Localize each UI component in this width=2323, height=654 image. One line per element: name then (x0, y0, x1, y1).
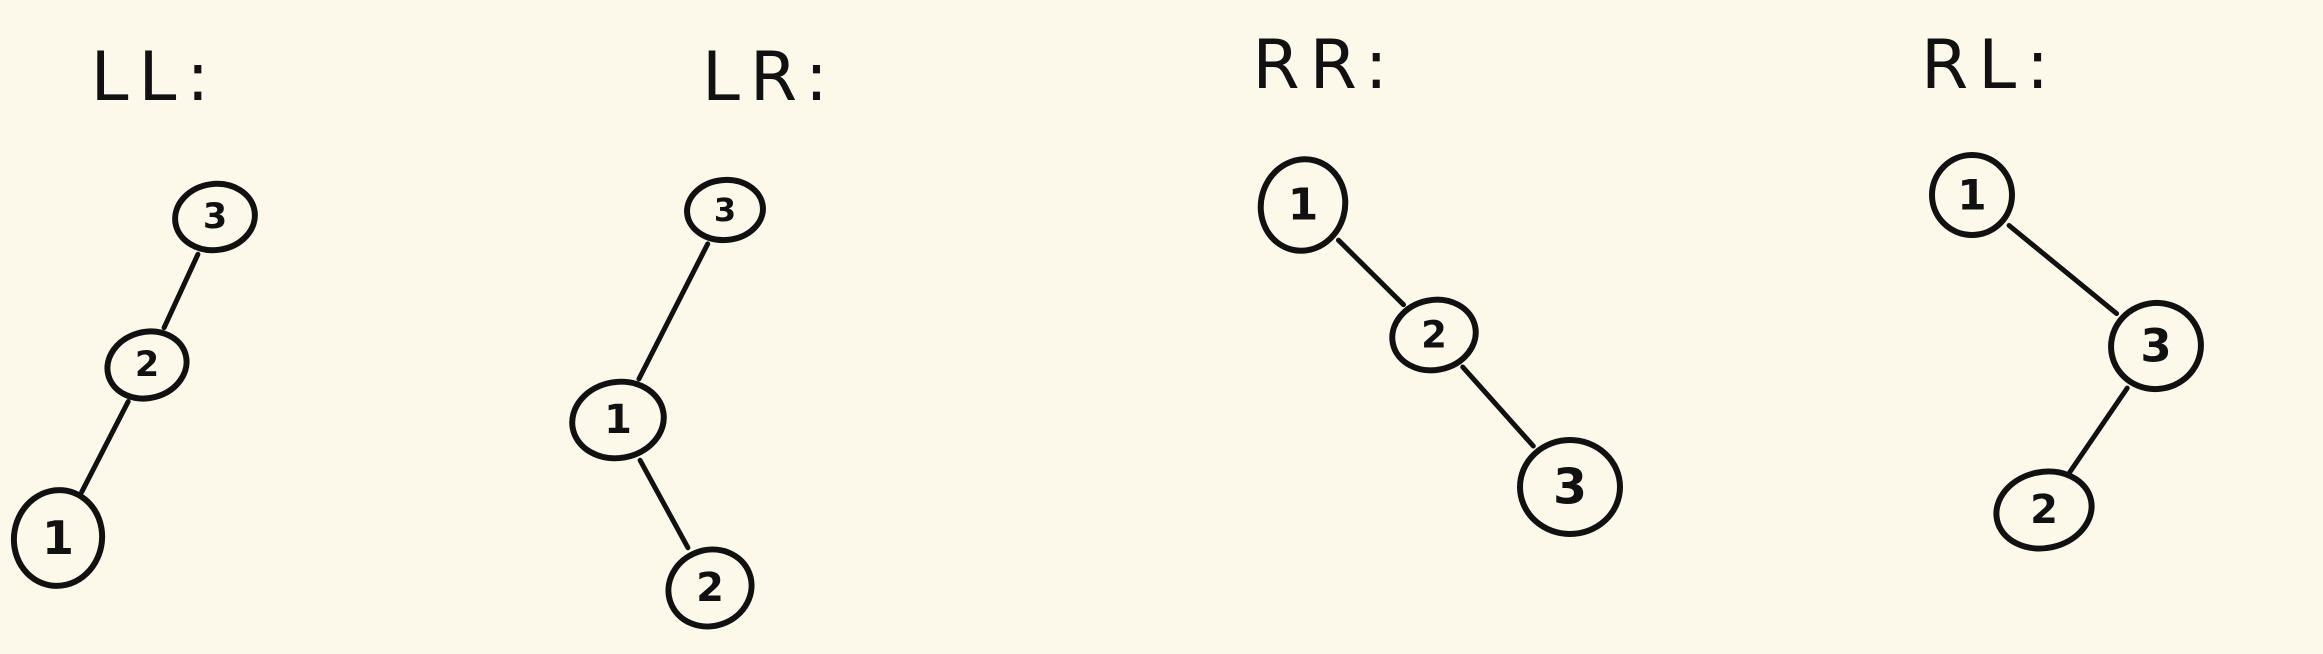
tree-node-ll-n1: 1 (10, 487, 106, 589)
diagram-ll: LL: 3 2 1 (10, 38, 258, 589)
diagram-rr: RR: 1 2 3 (1252, 26, 1623, 537)
node-circle (104, 328, 190, 402)
tree-node-lr-n2: 2 (665, 546, 755, 630)
tree-node-rl-n1: 1 (1929, 152, 2015, 238)
node-circle (10, 487, 106, 589)
node-label: 2 (2030, 487, 2058, 533)
tree-edge-ll-0 (161, 251, 201, 331)
node-label: 2 (135, 345, 159, 385)
node-label: 3 (1553, 459, 1587, 516)
node-label: 3 (2140, 320, 2171, 373)
node-label: 1 (1288, 180, 1319, 231)
node-circle (1929, 152, 2015, 238)
tree-node-rl-n2: 2 (1993, 468, 2095, 552)
tree-edge-lr-1 (637, 457, 691, 551)
tree-node-lr-n3: 3 (684, 176, 766, 244)
node-circle (569, 378, 667, 462)
tree-node-rl-n3: 3 (2108, 299, 2204, 393)
node-label: 2 (1421, 314, 1447, 357)
tree-edge-rr-0 (1336, 237, 1406, 308)
node-circle (1257, 156, 1349, 254)
case-heading-lr: LR: (702, 38, 838, 117)
tree-node-lr-n1: 1 (569, 378, 667, 462)
tree-node-ll-n2: 2 (104, 328, 190, 402)
node-label: 3 (714, 191, 736, 229)
diagram-rl: RL: 1 3 2 (1921, 26, 2204, 552)
tree-edge-ll-1 (79, 399, 131, 495)
node-circle (1389, 296, 1479, 374)
tree-edge-lr-0 (636, 241, 711, 382)
tree-node-ll-n3: 3 (172, 180, 258, 254)
node-circle (1517, 437, 1623, 537)
tree-node-rr-n1: 1 (1257, 156, 1349, 254)
node-circle (1993, 468, 2095, 552)
case-heading-ll: LL: (91, 38, 220, 117)
tree-edge-rl-0 (2006, 223, 2120, 317)
case-heading-rl: RL: (1921, 26, 2059, 105)
case-heading-rr: RR: (1252, 26, 1397, 105)
node-label: 1 (604, 397, 632, 443)
diagram-lr: LR: 3 1 2 (569, 38, 838, 630)
node-label: 3 (203, 197, 227, 237)
tree-node-rr-n3: 3 (1517, 437, 1623, 537)
node-circle (684, 176, 766, 244)
tree-edge-rl-1 (2067, 385, 2130, 475)
node-label: 1 (42, 511, 74, 565)
node-label: 1 (1957, 171, 1986, 220)
node-label: 2 (696, 565, 724, 611)
tree-edge-rr-1 (1460, 364, 1536, 449)
node-circle (665, 546, 755, 630)
node-circle (172, 180, 258, 254)
tree-node-rr-n2: 2 (1389, 296, 1479, 374)
